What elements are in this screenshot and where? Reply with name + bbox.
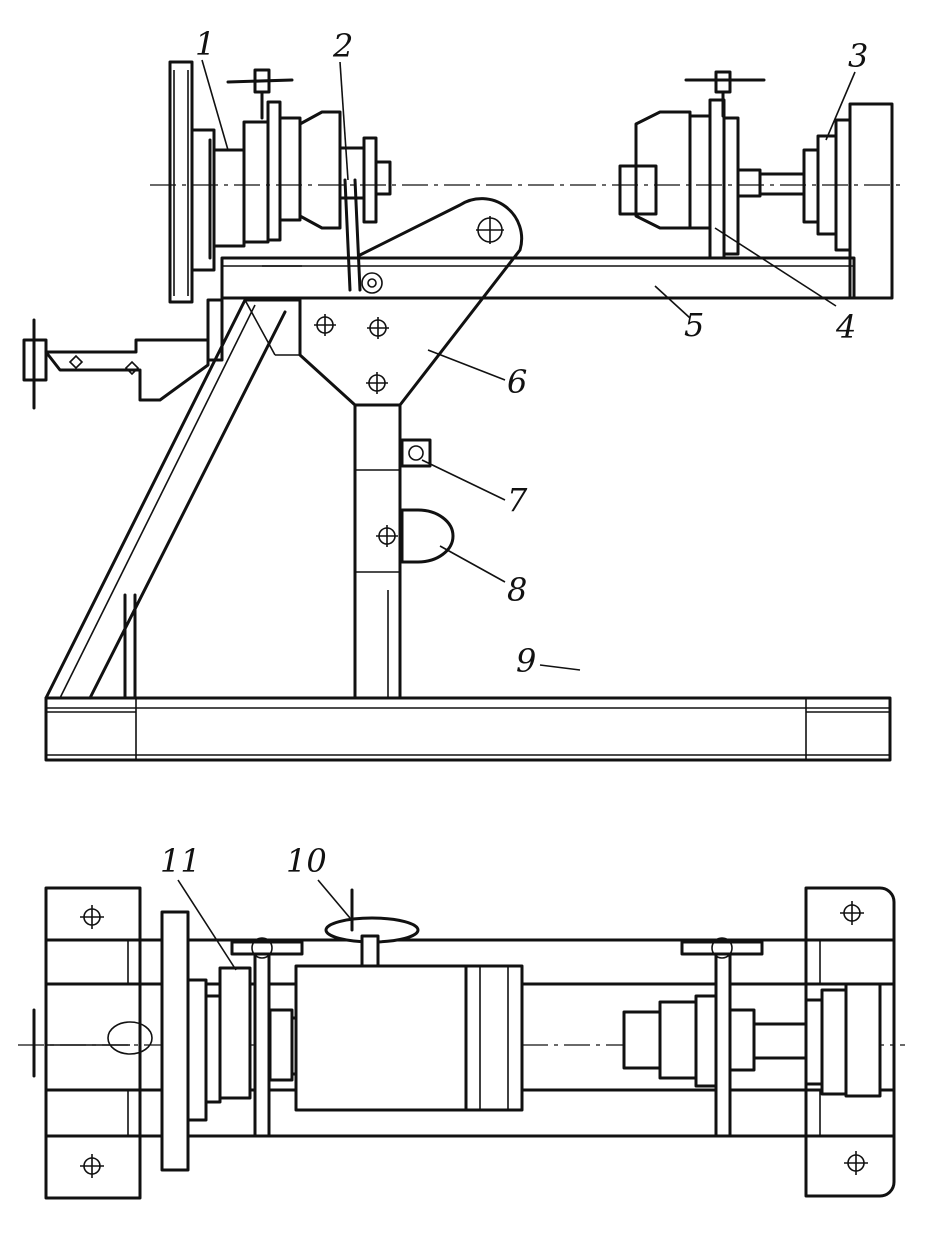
plan-tailstock — [622, 937, 882, 1138]
gusset-bolts — [314, 314, 389, 394]
callout-11: 11 — [160, 842, 201, 880]
plan-leader-lines — [177, 879, 351, 971]
plan-view: 10 11 — [18, 842, 905, 1200]
callout-9: 9 — [516, 642, 536, 680]
base-beam — [44, 696, 892, 762]
plan-gearbox — [294, 888, 524, 1112]
vertical-post — [353, 403, 402, 700]
callout-4: 4 — [835, 308, 856, 346]
callout-2: 2 — [332, 27, 353, 65]
callout-3: 3 — [848, 37, 868, 75]
motor-bracket — [22, 298, 224, 410]
callout-8: 8 — [507, 571, 527, 609]
plan-anchor-holes — [80, 901, 868, 1178]
callout-1: 1 — [195, 25, 215, 63]
callout-5: 5 — [684, 306, 704, 344]
drive-sprocket — [343, 178, 383, 294]
callout-10: 10 — [286, 842, 327, 880]
gusset-plate — [243, 197, 524, 407]
side-elevation: 1 2 3 4 5 6 7 8 9 — [22, 25, 905, 762]
left-headstock — [168, 60, 392, 304]
clamp-bolt — [400, 438, 432, 468]
right-tailstock — [618, 70, 894, 300]
callout-6: 6 — [507, 363, 527, 401]
diagonal-strut — [44, 298, 287, 700]
upper-beam — [220, 256, 856, 300]
leader-lines — [201, 59, 856, 671]
stop-bracket — [376, 508, 455, 564]
callout-7: 7 — [507, 481, 528, 519]
